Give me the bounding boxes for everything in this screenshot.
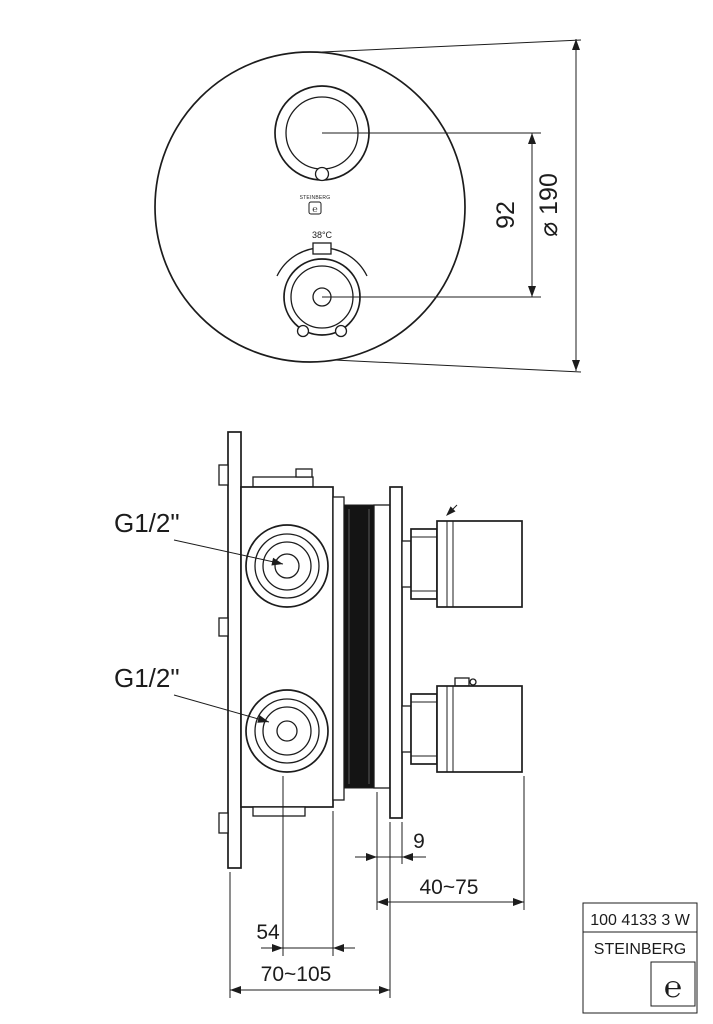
finished-wall-plate	[389, 486, 403, 819]
side-view: G1/2" G1/2"	[114, 431, 525, 998]
escutcheon-plate	[154, 51, 466, 363]
plate-logo-glyph: ℮	[312, 204, 317, 214]
safety-button-side	[454, 677, 470, 687]
connection-label-bottom: G1/2"	[114, 663, 270, 723]
g12-top-label: G1/2"	[114, 508, 180, 538]
dimension-plate-diameter: ⌀ 190	[321, 39, 582, 373]
cartridge-stack	[332, 486, 403, 819]
plate-logo-box	[308, 201, 322, 215]
dim-9-label: 9	[413, 830, 425, 853]
dimension-body-depth: 54	[256, 776, 355, 956]
brand-logo: STEINBERG ℮	[300, 195, 331, 215]
dimension-handle-spacing: 92	[322, 132, 541, 298]
temp-38c-label: 38°C	[312, 230, 333, 240]
title-block-frame	[582, 902, 698, 1014]
wall-bracket	[218, 431, 242, 869]
dimension-install-depth: 40~75	[377, 776, 525, 910]
dim-40-75-label: 40~75	[420, 876, 479, 899]
inlet-port-top	[245, 524, 329, 608]
handle-top	[401, 504, 523, 608]
dim-54-label: 54	[256, 921, 280, 944]
handle-bottom	[401, 677, 523, 773]
connection-label-top: G1/2"	[114, 508, 284, 566]
title-logo-glyph: ℮	[664, 971, 682, 1004]
dim-190-label: ⌀ 190	[535, 173, 563, 237]
model-number: 100 4133 3 W	[590, 912, 691, 929]
inlet-port-bottom	[245, 689, 329, 773]
indicator-arrow-icon	[446, 504, 458, 516]
dimension-plate-thickness: 9	[355, 792, 426, 910]
plate-logo-text: STEINBERG	[300, 195, 331, 201]
safety-stop-button	[312, 242, 332, 255]
title-block: 100 4133 3 W STEINBERG ℮	[582, 902, 698, 1014]
front-view: STEINBERG ℮ 38°C 92	[154, 39, 582, 373]
brand-name: STEINBERG	[594, 941, 686, 958]
dim-92-label: 92	[492, 201, 520, 229]
title-logo-box	[650, 961, 696, 1007]
dimension-total-depth: 70~105	[229, 822, 391, 998]
g12-bottom-label: G1/2"	[114, 663, 180, 693]
dim-70-105-label: 70~105	[261, 963, 332, 986]
